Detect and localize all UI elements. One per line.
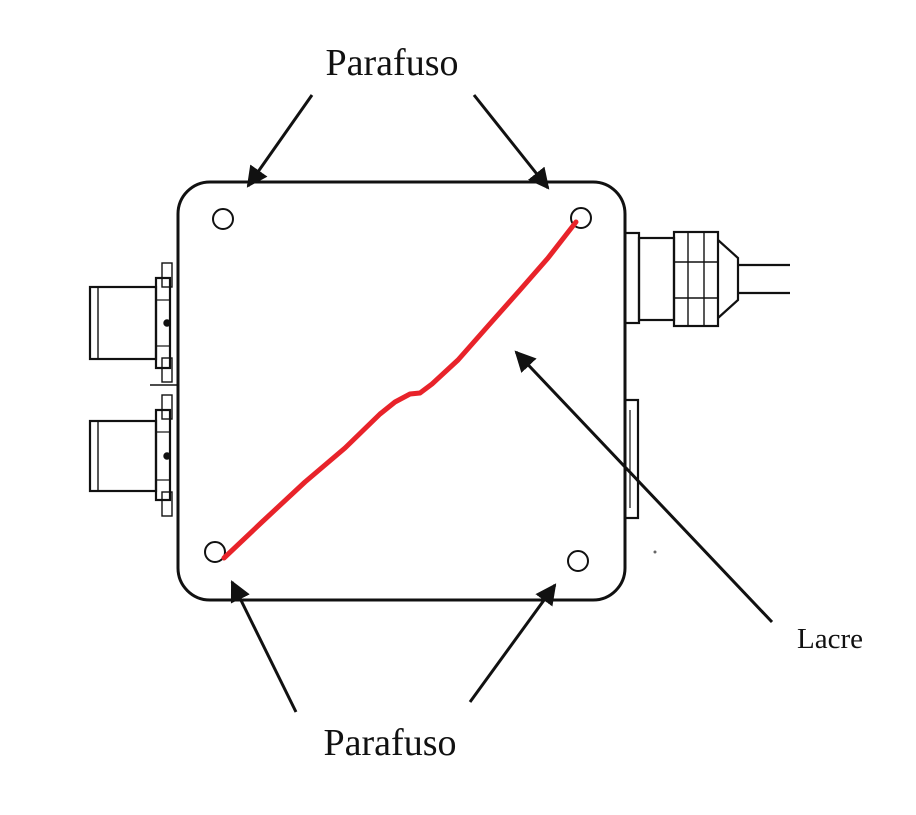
arrow-top-left bbox=[246, 94, 314, 188]
arrow-bottom-left bbox=[230, 580, 298, 713]
seal-line bbox=[221, 219, 579, 561]
screw-bottom-left bbox=[204, 541, 226, 563]
cable-gland bbox=[623, 230, 790, 328]
arrow-bottom-right bbox=[468, 583, 557, 703]
arrow-seal bbox=[514, 350, 774, 624]
label-seal: Lacre bbox=[797, 623, 863, 655]
left-connector-lower bbox=[88, 394, 173, 517]
arrow-top-right bbox=[472, 94, 550, 190]
screw-bottom-right bbox=[567, 550, 589, 572]
label-screw-bottom: Parafuso bbox=[324, 722, 457, 764]
pointer-arrows bbox=[230, 94, 774, 713]
left-connectors bbox=[88, 262, 180, 517]
screw-top-left bbox=[212, 208, 234, 230]
label-screw-top: Parafuso bbox=[326, 42, 459, 84]
dot-mark bbox=[653, 550, 657, 554]
left-connector-upper bbox=[88, 262, 173, 383]
